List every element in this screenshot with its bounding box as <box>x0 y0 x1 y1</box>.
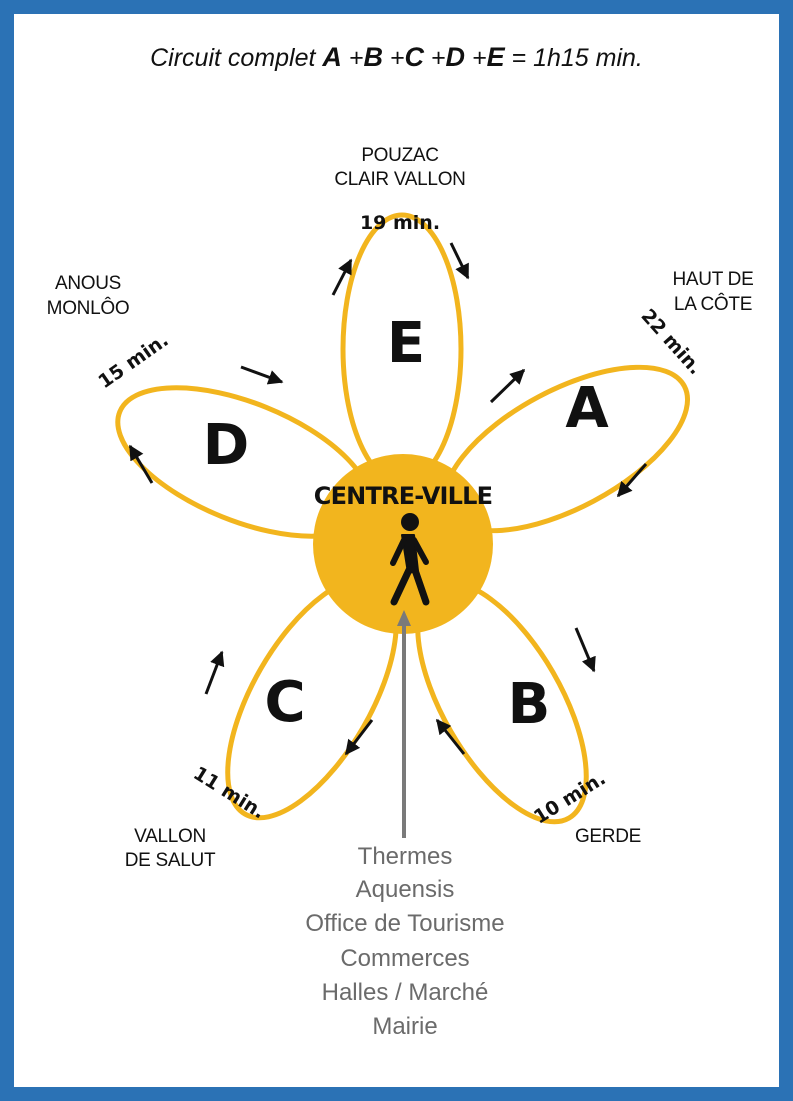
destination-aquensis: Aquensis <box>356 876 455 903</box>
title-letter-a: A <box>322 42 342 72</box>
title-letter-e: E <box>486 42 505 72</box>
title-letter-c: C <box>404 42 424 72</box>
title-plus: + <box>423 44 446 72</box>
access-arrowhead <box>397 610 411 626</box>
place-haut-de: HAUT DE <box>673 269 754 290</box>
title-plus: + <box>382 44 405 72</box>
direction-arrow-a-down <box>616 463 648 498</box>
destination-halles-marche: Halles / Marché <box>322 979 489 1006</box>
place-clair-vallon: CLAIR VALLON <box>334 169 465 190</box>
direction-arrow-d-right <box>240 365 284 385</box>
petal-a-letter: A <box>565 376 609 441</box>
petal-e-duration: 19 min. <box>360 212 440 234</box>
circuit-flower-diagram: E A B C D 19 min. 22 min. 10 min. 11 min… <box>47 145 754 1040</box>
direction-arrow-d-up <box>128 444 154 484</box>
place-anous: ANOUS <box>55 273 121 294</box>
direction-arrow-c-down <box>344 719 374 756</box>
title-plus: + <box>341 44 364 72</box>
title-plus: + <box>465 44 487 72</box>
place-de-salut: DE SALUT <box>125 850 216 871</box>
place-vallon: VALLON <box>134 826 206 847</box>
place-pouzac: POUZAC <box>361 145 438 166</box>
destination-mairie: Mairie <box>372 1013 437 1040</box>
place-monloo: MONLÔO <box>47 297 130 319</box>
centre-ville-label: CENTRE-VILLE <box>314 482 492 510</box>
direction-arrow-a-up <box>489 368 526 404</box>
title-prefix: Circuit complet <box>150 44 323 72</box>
title-suffix: = 1h15 min. <box>504 44 643 72</box>
petal-d-letter: D <box>203 413 249 478</box>
destination-thermes: Thermes <box>358 843 453 870</box>
title-letter-b: B <box>363 42 383 72</box>
direction-arrow-e-down <box>449 242 470 280</box>
petal-b-letter: B <box>508 672 551 737</box>
petal-d-duration: 15 min. <box>94 329 172 393</box>
petal-c-letter: C <box>264 670 305 735</box>
direction-arrow-b-down <box>574 627 596 673</box>
direction-arrow-e-up <box>331 258 353 296</box>
petal-e-letter: E <box>387 311 425 376</box>
title-letter-d: D <box>445 42 466 72</box>
poster-frame: Circuit complet A +B +C +D +E = 1h15 min… <box>14 14 779 1087</box>
destination-commerces: Commerces <box>340 945 469 972</box>
direction-arrow-c-up <box>204 650 225 695</box>
circuit-title: Circuit complet A +B +C +D +E = 1h15 min… <box>14 42 779 73</box>
direction-arrow-b-up <box>435 718 466 755</box>
place-la-cote: LA CÔTE <box>674 293 752 315</box>
destination-office-de-tourisme: Office de Tourisme <box>305 910 504 937</box>
pedestrian-icon <box>390 513 430 606</box>
place-gerde: GERDE <box>575 826 641 847</box>
